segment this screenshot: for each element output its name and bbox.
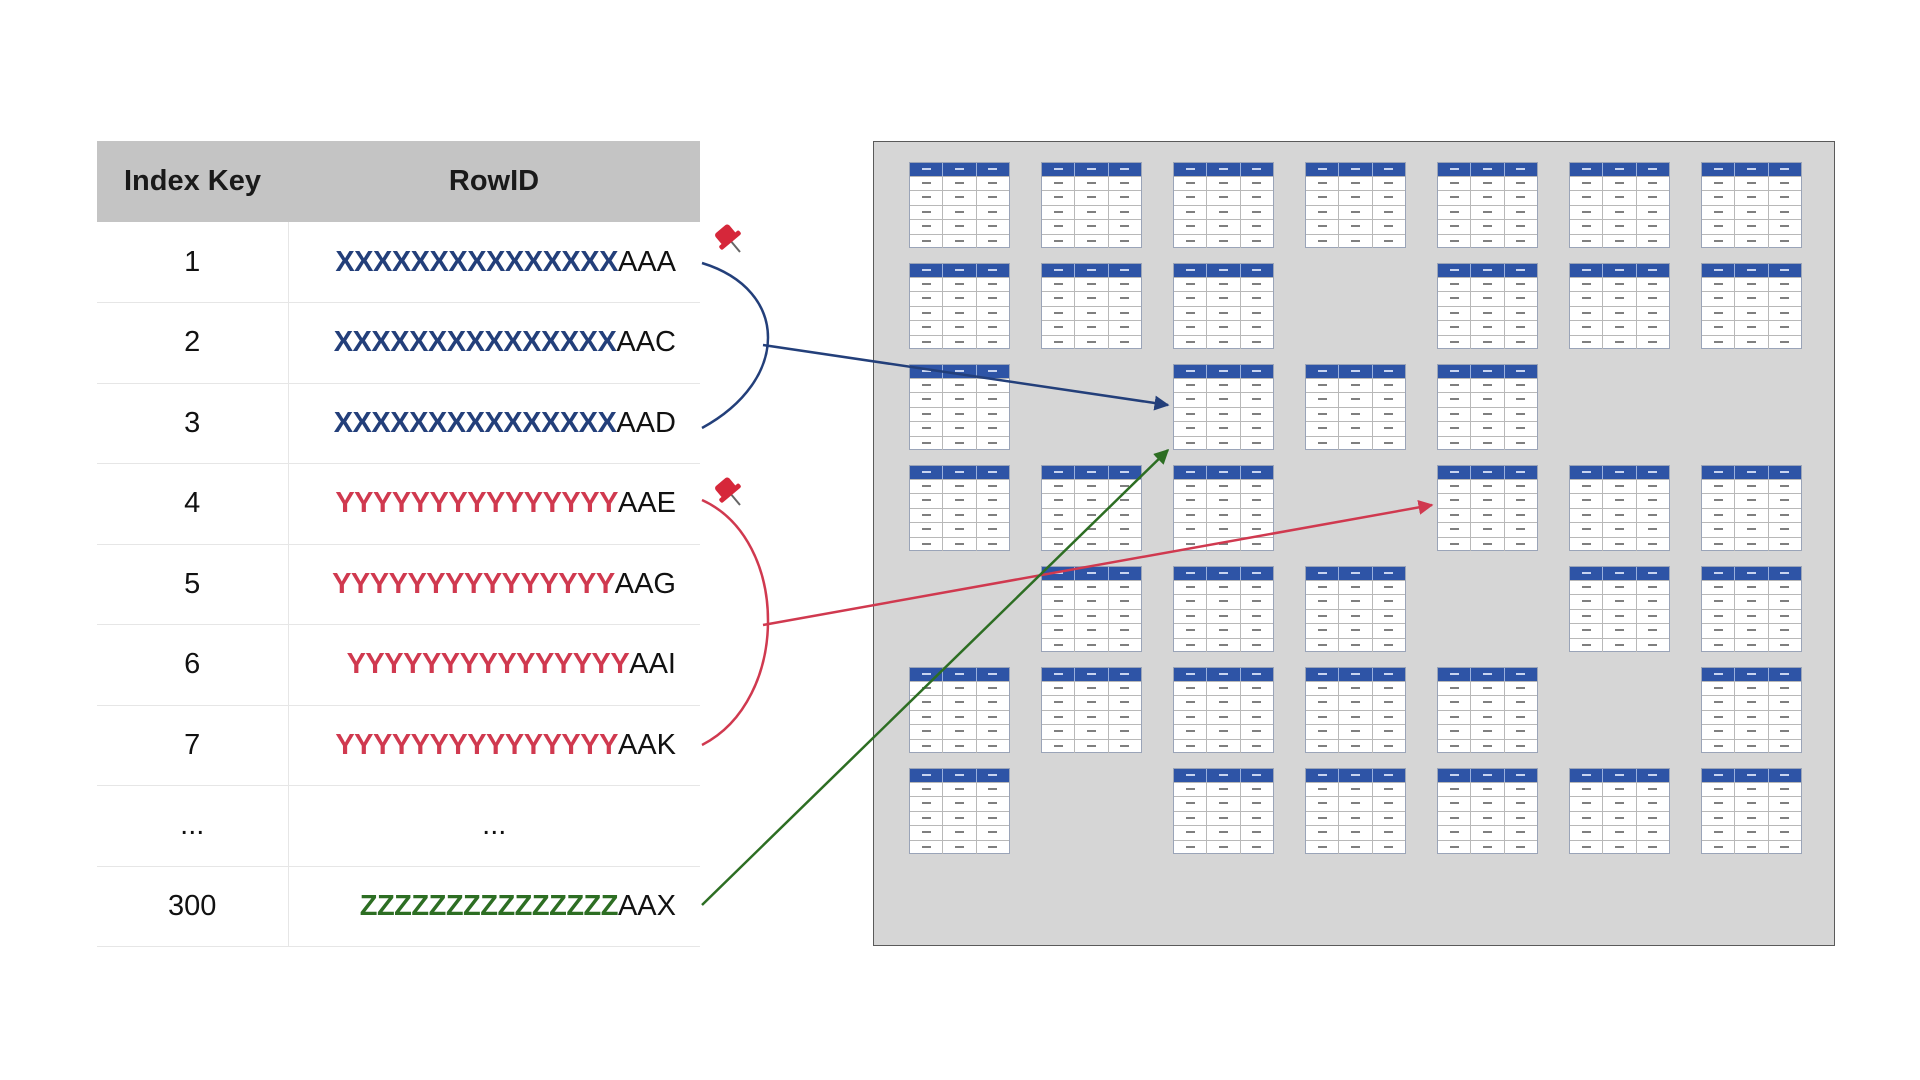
index-key-cell: 300 <box>97 866 289 947</box>
data-page-icon <box>1569 162 1670 248</box>
data-page-icon <box>909 364 1010 450</box>
data-page-icon <box>909 263 1010 349</box>
index-key-cell: 6 <box>97 624 289 706</box>
rowid-cell: YYYYYYYYYYYYYYYAAI <box>288 624 700 706</box>
data-page-icon <box>1305 768 1406 854</box>
data-page-icon <box>1173 162 1274 248</box>
rowid-prefix: XXXXXXXXXXXXXXX <box>333 406 617 439</box>
table-heap <box>873 141 1835 946</box>
data-page-icon <box>1041 566 1142 652</box>
data-page-icon <box>1569 263 1670 349</box>
data-page-icon <box>1041 667 1142 753</box>
data-page-icon <box>1305 566 1406 652</box>
rowid-cell: XXXXXXXXXXXXXXXAAA <box>288 222 700 303</box>
rowid-suffix: AAX <box>617 889 676 922</box>
data-page-icon <box>1437 162 1538 248</box>
index-key-cell: ... <box>97 785 289 867</box>
bracket-x <box>701 261 770 430</box>
rowid-suffix: AAD <box>616 406 676 439</box>
data-page-icon <box>1173 465 1274 551</box>
data-page-icon <box>1569 465 1670 551</box>
data-page-icon <box>1437 768 1538 854</box>
index-key-cell: 2 <box>97 302 289 384</box>
rowid-prefix: XXXXXXXXXXXXXXX <box>335 245 618 278</box>
rowid-cell: ZZZZZZZZZZZZZZZAAX <box>288 866 700 947</box>
bracket-y <box>701 498 770 747</box>
data-page-icon <box>1041 465 1142 551</box>
data-page-icon <box>1569 768 1670 854</box>
index-table-header-row: Index Key RowID <box>97 141 700 222</box>
data-page-icon <box>1305 162 1406 248</box>
data-page-icon <box>1437 667 1538 753</box>
data-page-icon <box>1173 566 1274 652</box>
data-page-icon <box>1173 768 1274 854</box>
data-page-icon <box>1701 768 1802 854</box>
data-page-icon <box>1437 364 1538 450</box>
data-page-icon <box>1701 162 1802 248</box>
data-page-icon <box>1173 667 1274 753</box>
index-key-cell: 7 <box>97 705 289 786</box>
rowid-cell: XXXXXXXXXXXXXXXAAC <box>288 302 700 384</box>
index-key-cell: 5 <box>97 544 289 625</box>
data-page-icon <box>1437 465 1538 551</box>
data-page-icon <box>1701 465 1802 551</box>
index-key-cell: 4 <box>97 463 289 545</box>
rowid-cell: XXXXXXXXXXXXXXXAAD <box>288 383 700 464</box>
data-page-icon <box>909 465 1010 551</box>
rowid-suffix: AAK <box>617 728 676 761</box>
data-page-icon <box>1701 667 1802 753</box>
rowid-prefix: ZZZZZZZZZZZZZZZ <box>359 889 619 922</box>
data-page-icon <box>1437 263 1538 349</box>
rowid-prefix: XXXXXXXXXXXXXXX <box>333 326 617 359</box>
data-page-icon <box>909 768 1010 854</box>
rowid-prefix: YYYYYYYYYYYYYYY <box>332 567 615 600</box>
rowid-cell: YYYYYYYYYYYYYYYAAG <box>288 544 700 625</box>
rowid-suffix: AAA <box>617 245 676 278</box>
rowid-suffix: AAE <box>617 487 676 520</box>
data-page-icon <box>1305 667 1406 753</box>
rowid-prefix: YYYYYYYYYYYYYYY <box>335 487 618 520</box>
rowid-suffix: AAC <box>616 326 676 359</box>
rowid-header: RowID <box>288 141 700 222</box>
index-key-cell: 1 <box>97 222 289 303</box>
data-page-icon <box>1701 566 1802 652</box>
pushpin-icon <box>715 477 741 506</box>
data-page-icon <box>909 667 1010 753</box>
data-page-icon <box>1041 263 1142 349</box>
rowid-suffix: AAG <box>614 567 676 600</box>
rowid-cell: ... <box>288 785 700 867</box>
rowid-prefix: YYYYYYYYYYYYYYY <box>335 728 618 761</box>
rowid-prefix: YYYYYYYYYYYYYYY <box>346 648 630 681</box>
data-page-icon <box>1041 162 1142 248</box>
data-page-icon <box>1173 364 1274 450</box>
rowid-suffix: AAI <box>629 648 676 681</box>
index-row: ...... <box>97 785 700 867</box>
rowid-cell: YYYYYYYYYYYYYYYAAE <box>288 463 700 545</box>
rowid-suffix: ... <box>482 809 507 842</box>
data-page-icon <box>1305 364 1406 450</box>
data-page-icon <box>909 162 1010 248</box>
rowid-cell: YYYYYYYYYYYYYYYAAK <box>288 705 700 786</box>
data-page-icon <box>1569 566 1670 652</box>
pushpin-icon <box>715 224 741 253</box>
data-page-icon <box>1701 263 1802 349</box>
index-key-cell: 3 <box>97 383 289 464</box>
data-page-icon <box>1173 263 1274 349</box>
index-key-header: Index Key <box>97 141 288 222</box>
